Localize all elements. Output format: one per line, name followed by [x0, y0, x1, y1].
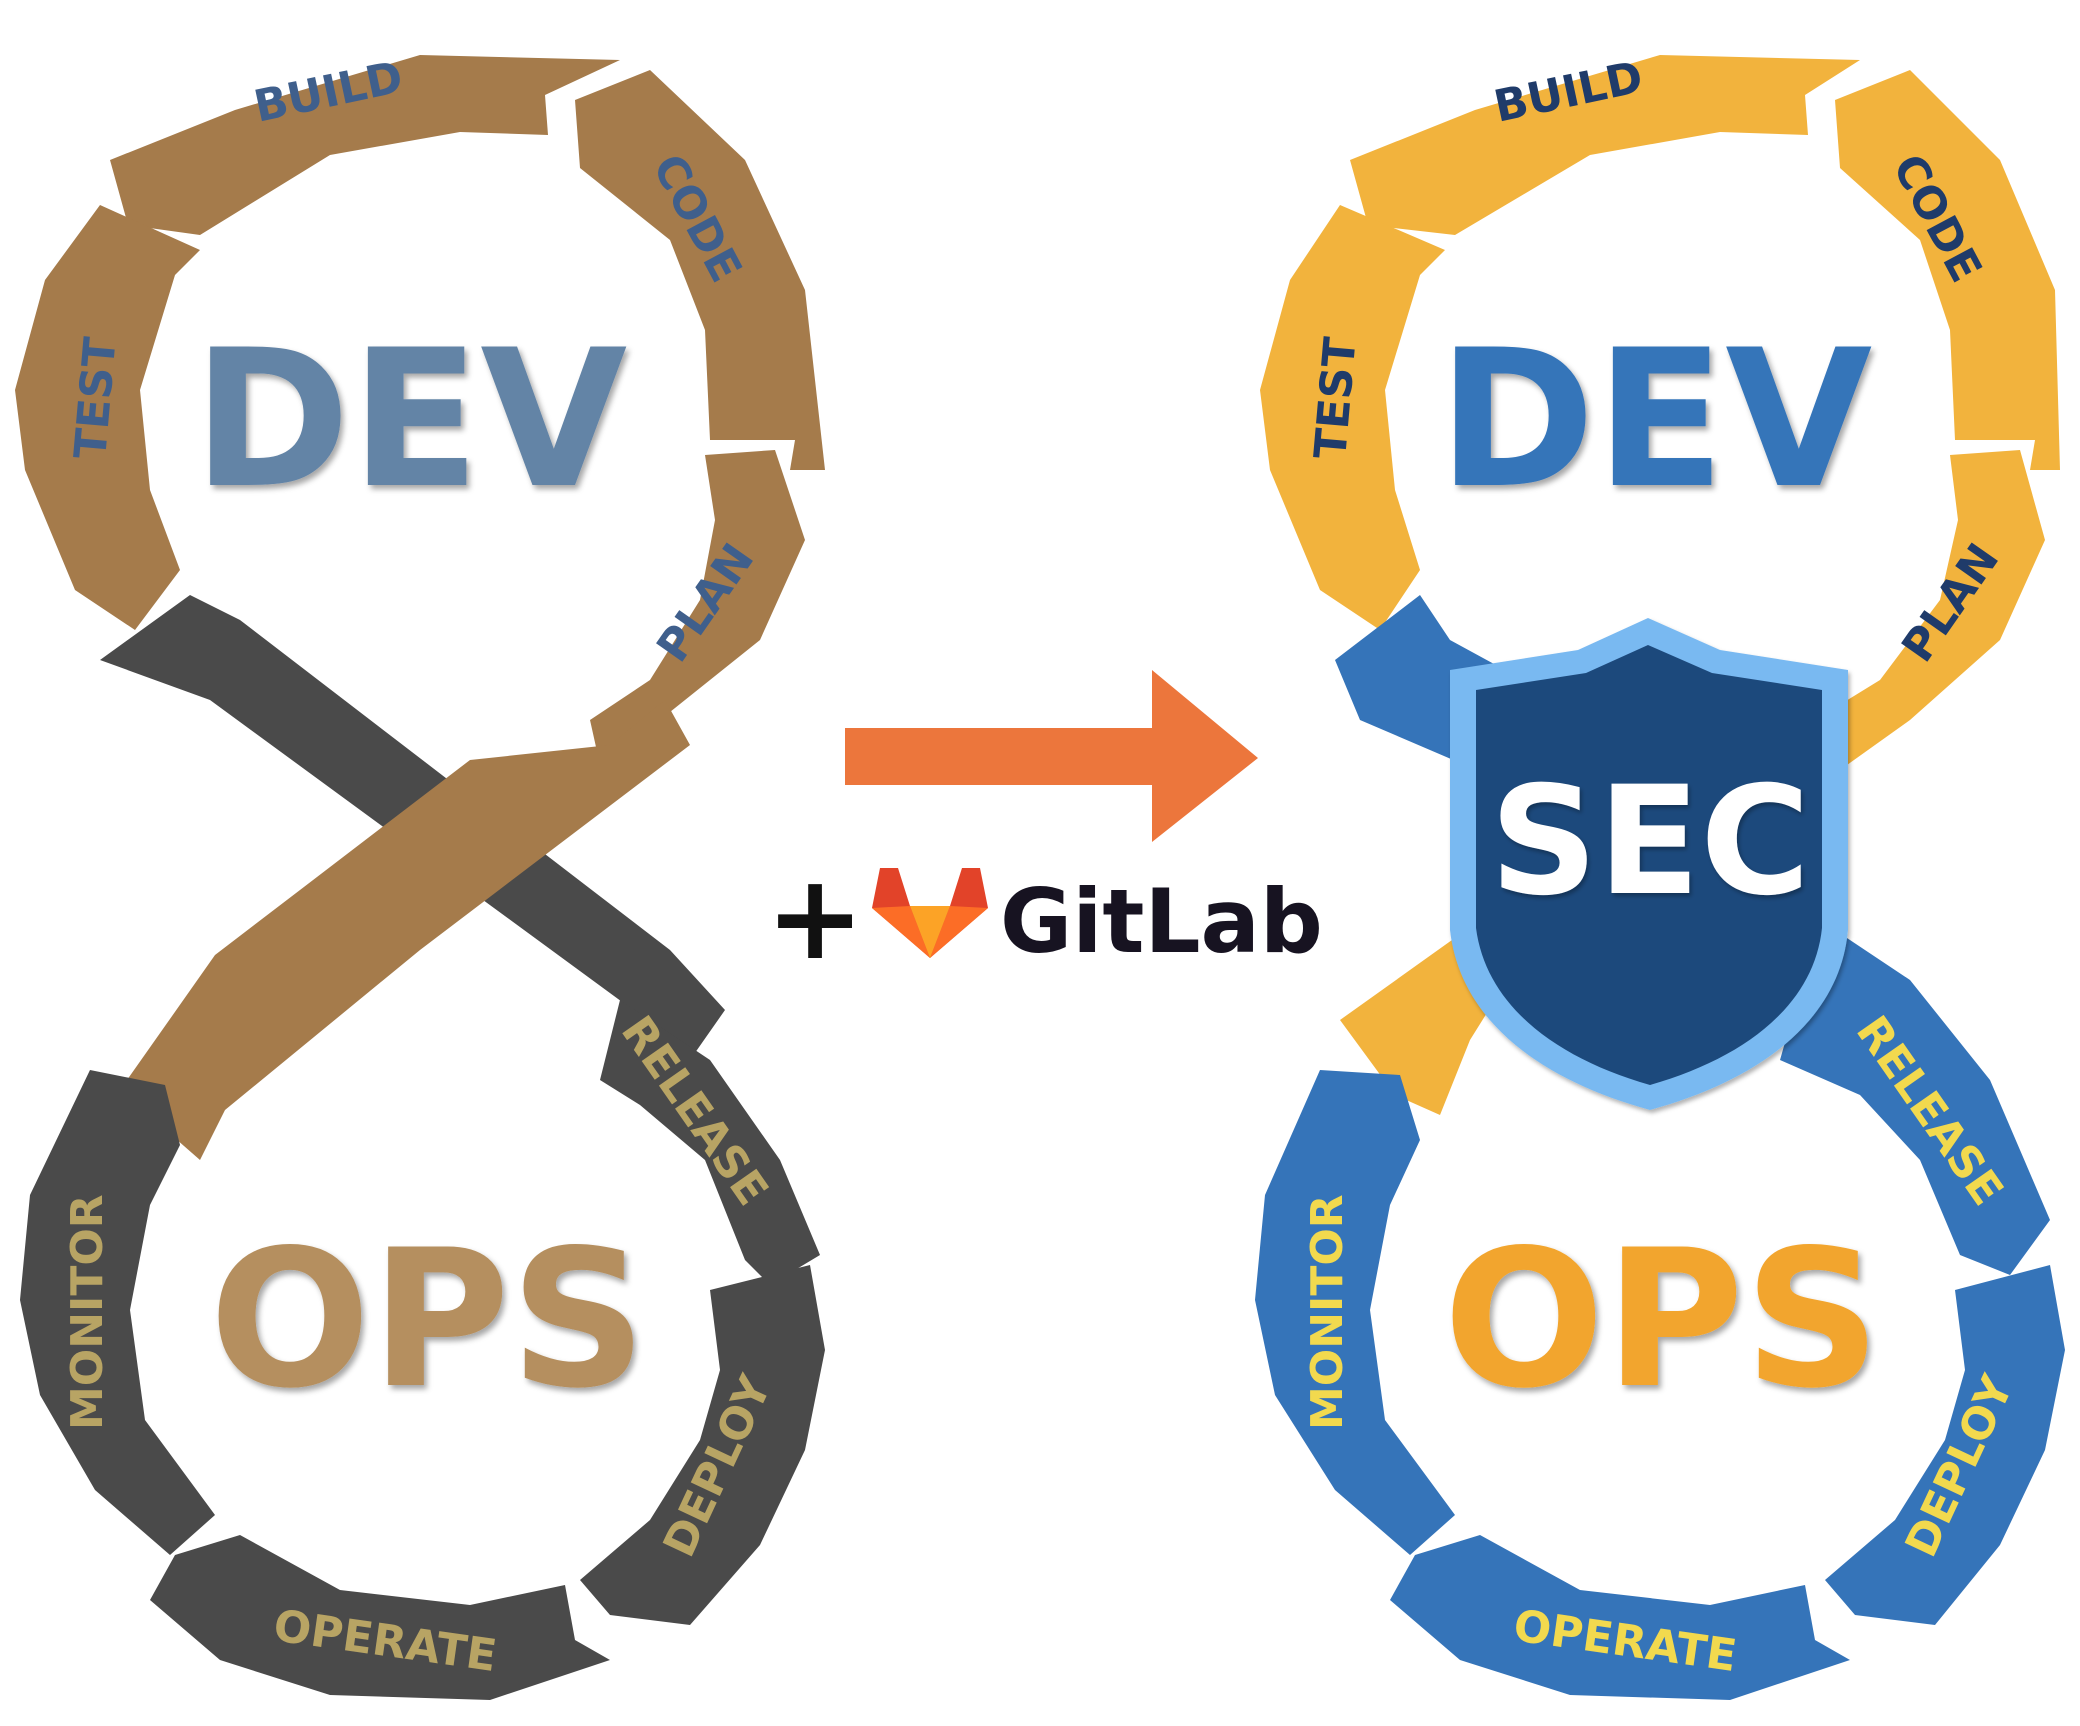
transition-arrow	[845, 670, 1258, 842]
left-devops-loop: BUILD CODE TEST PLAN RELEASE MONITOR DEP…	[15, 52, 825, 1700]
right-segment-monitor	[1255, 1070, 1455, 1555]
right-segment-test	[1260, 205, 1445, 630]
shield-icon	[1450, 618, 1848, 1110]
left-segment-plan	[590, 450, 805, 765]
left-brown-band	[120, 700, 690, 1160]
left-segment-build	[110, 55, 620, 235]
left-segment-code	[575, 70, 825, 470]
left-segment-deploy	[580, 1265, 825, 1625]
left-label-monitor: MONITOR	[62, 1194, 113, 1430]
right-dev-ring	[1260, 55, 2060, 1115]
right-ops-ring	[1255, 920, 2065, 1700]
gitlab-wordmark: GitLab	[1000, 870, 1323, 973]
left-segment-monitor	[20, 1070, 215, 1555]
left-label-test: TEST	[65, 335, 126, 461]
right-segment-release	[1780, 920, 2050, 1275]
right-segment-code	[1835, 70, 2060, 470]
left-segment-test	[15, 205, 200, 630]
left-dev-ring	[15, 55, 825, 765]
right-segment-operate	[1390, 1535, 1850, 1700]
right-label-test: TEST	[1305, 335, 1366, 461]
left-ops-label: OPS	[209, 1209, 647, 1430]
left-dev-label: DEV	[193, 309, 628, 530]
right-segment-plan	[1815, 450, 2045, 770]
plus-sign: +	[766, 848, 865, 986]
left-ops-ring	[20, 1000, 825, 1700]
right-label-monitor: MONITOR	[1302, 1194, 1353, 1430]
gitlab-fox-icon	[872, 868, 988, 958]
right-segment-build	[1350, 55, 1860, 235]
right-sec-label: SEC	[1490, 755, 1811, 929]
right-ops-label: OPS	[1443, 1209, 1881, 1430]
left-segment-release	[600, 1000, 820, 1285]
right-segment-deploy	[1825, 1265, 2065, 1625]
right-devsecops-loop: BUILD CODE TEST PLAN RELEASE MONITOR DEP…	[1255, 52, 2065, 1700]
right-dev-label: DEV	[1438, 309, 1873, 530]
left-segment-operate	[150, 1535, 610, 1700]
